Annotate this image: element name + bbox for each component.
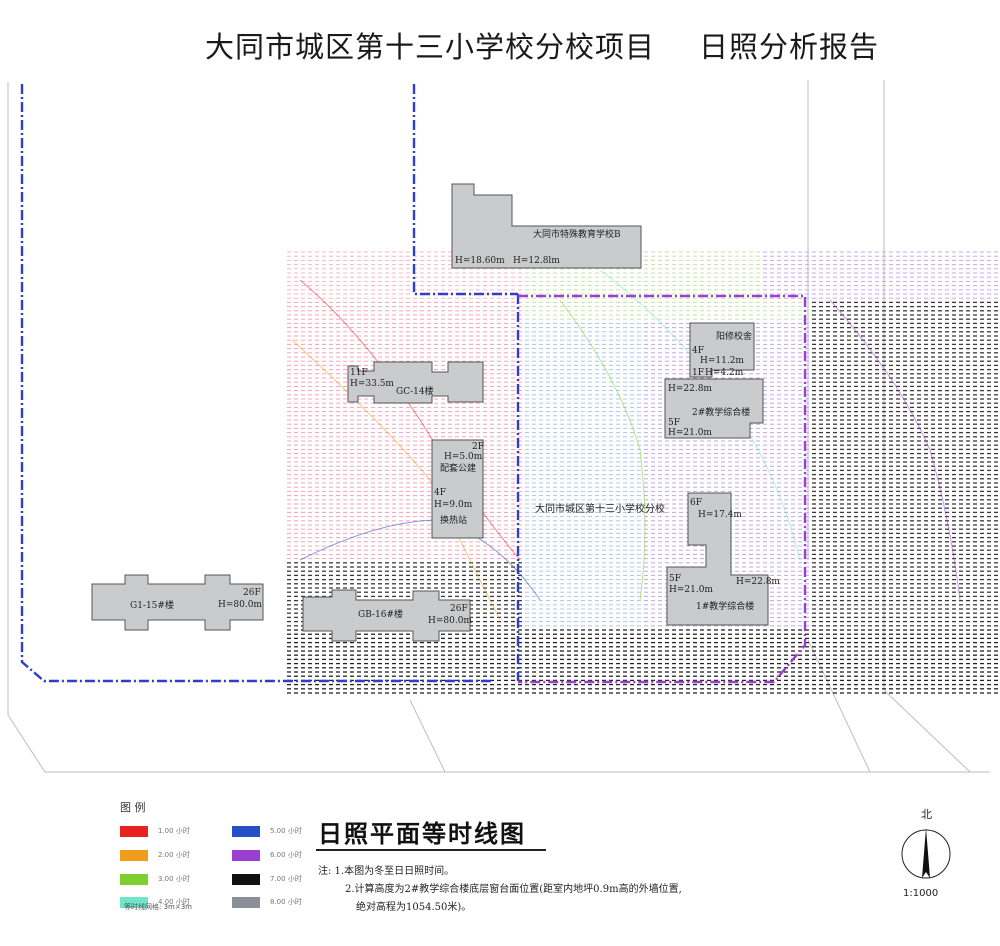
project-title: 大同市城区第十三小学校分校项目	[205, 30, 656, 64]
report-title: 日照分析报告	[699, 30, 880, 64]
road-edges	[7, 80, 990, 773]
page-title: 大同市城区第十三小学校分校项目 日照分析报告	[205, 24, 879, 66]
